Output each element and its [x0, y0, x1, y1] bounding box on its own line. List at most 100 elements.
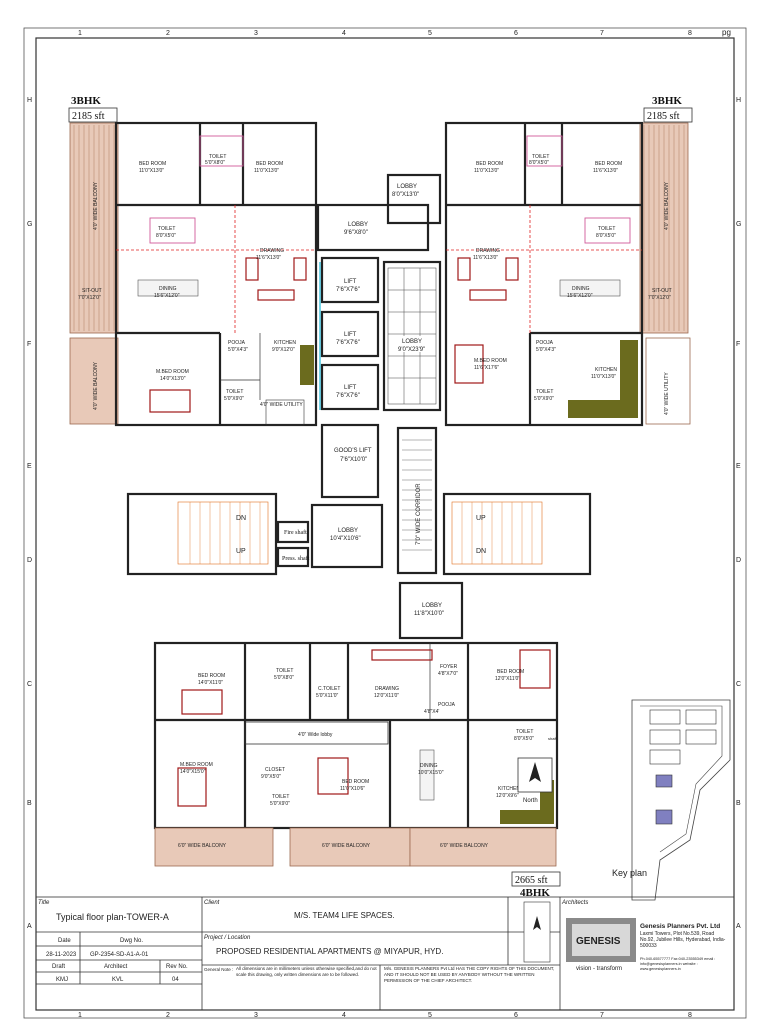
svg-text:5'0"X4'3": 5'0"X4'3": [536, 347, 556, 353]
grid-col-labels-bottom: 1 2 3 4 5 6 7 8: [78, 1012, 692, 1019]
key-plan-highlight: [655, 774, 673, 788]
svg-text:DINING: DINING: [420, 763, 438, 769]
goods-lift: [320, 423, 380, 499]
svg-text:7: 7: [600, 1012, 604, 1019]
svg-text:4'8"X4': 4'8"X4': [424, 709, 439, 715]
drawing-title: Typical floor plan-TOWER-A: [56, 912, 169, 922]
svg-text:Date: Date: [58, 938, 71, 944]
svg-text:5'0"X9'0": 5'0"X9'0": [534, 396, 554, 402]
unit-bottom-4bhk: BED ROOM 14'0"X11'0" TOILET 5'0"X8'0" C.…: [153, 641, 561, 899]
svg-text:4: 4: [342, 30, 346, 37]
svg-text:1: 1: [78, 1012, 82, 1019]
svg-text:8'0"X13'0": 8'0"X13'0": [392, 192, 419, 198]
svg-text:8'0"X5'0": 8'0"X5'0": [596, 233, 616, 239]
svg-text:8'0"X5'0": 8'0"X5'0": [514, 736, 534, 742]
lobby-side: [316, 203, 430, 252]
lobby-low: [398, 581, 464, 640]
unit-right-outline: [444, 121, 644, 427]
svg-text:B: B: [27, 800, 32, 807]
svg-text:8'0"X5'0": 8'0"X5'0": [529, 160, 549, 166]
dining-table: [137, 279, 199, 297]
svg-text:5'0"X9'0": 5'0"X9'0": [224, 396, 244, 402]
svg-text:5'0"X8'0": 5'0"X8'0": [205, 160, 225, 166]
svg-text:KITCHEN: KITCHEN: [274, 340, 296, 346]
svg-text:11'6"X13'0": 11'6"X13'0": [593, 168, 618, 174]
svg-text:11'6"X17'6": 11'6"X17'6": [474, 365, 499, 371]
project-name: PROPOSED RESIDENTIAL APARTMENTS @ MIYAPU…: [216, 947, 443, 956]
svg-text:KMJ: KMJ: [56, 977, 68, 983]
svg-text:vision - transform: vision - transform: [576, 966, 622, 972]
svg-text:11'6"X13'0": 11'6"X13'0": [256, 255, 281, 261]
central-core: LOBBY 8'0"X13'0" LOBBY 9'6"X8'0" LIFT 7'…: [276, 173, 464, 640]
svg-text:1: 1: [78, 30, 82, 37]
svg-text:H: H: [736, 97, 741, 104]
svg-text:7: 7: [600, 30, 604, 37]
svg-text:BED ROOM: BED ROOM: [198, 673, 225, 679]
copyright-note: M/s. GENESIS PLANNERS Pvt Ltd HAS THE CO…: [384, 966, 555, 983]
svg-text:7'6"X7'6": 7'6"X7'6": [336, 287, 360, 293]
svg-text:TOILET: TOILET: [516, 729, 533, 735]
svg-text:D: D: [27, 557, 32, 564]
svg-text:TOILET: TOILET: [532, 154, 549, 160]
kitchen-counter-left: [300, 345, 314, 385]
svg-text:G: G: [736, 221, 741, 228]
svg-text:KITCHEN: KITCHEN: [595, 367, 617, 373]
svg-text:TOILET: TOILET: [158, 226, 175, 232]
svg-text:12'0"X9'6": 12'0"X9'6": [496, 793, 519, 799]
balcony-bottom-2: [289, 827, 411, 867]
title-block: Title Typical floor plan-TOWER-A Client …: [35, 896, 735, 1011]
svg-text:10'4"X10'6": 10'4"X10'6": [330, 536, 361, 542]
svg-text:12'0"X11'0": 12'0"X11'0": [495, 676, 520, 682]
svg-text:DRAWING: DRAWING: [476, 248, 500, 254]
unit-left-3bhk: 3BHK 2185 sft BED ROOM 11'0"X13'0" TOILE…: [68, 95, 318, 427]
svg-text:LOBBY: LOBBY: [402, 339, 422, 345]
svg-text:7'6"X7'6": 7'6"X7'6": [336, 393, 360, 399]
svg-text:4'0" WIDE UTILITY: 4'0" WIDE UTILITY: [664, 372, 670, 415]
svg-text:H: H: [27, 97, 32, 104]
svg-text:DN: DN: [236, 515, 246, 522]
svg-text:DRAWING: DRAWING: [375, 686, 399, 692]
svg-text:4'0" WIDE BALCONY: 4'0" WIDE BALCONY: [664, 181, 670, 230]
svg-text:5'0"X11'0": 5'0"X11'0": [316, 693, 339, 699]
svg-text:General Note :: General Note :: [204, 967, 233, 972]
outer-frame: [23, 27, 747, 1019]
svg-text:11'0"X13'0": 11'0"X13'0": [591, 374, 616, 380]
svg-text:D: D: [736, 557, 741, 564]
unit-left-outline: [114, 121, 318, 427]
svg-text:12'0"X11'0": 12'0"X11'0": [374, 693, 399, 699]
svg-text:4'0" WIDE BALCONY: 4'0" WIDE BALCONY: [93, 361, 99, 410]
svg-text:LOBBY: LOBBY: [348, 222, 368, 228]
svg-text:KVL: KVL: [112, 977, 124, 983]
kitchen-counter-bottom: [500, 810, 554, 824]
svg-text:UP: UP: [236, 548, 246, 555]
svg-text:SIT-OUT: SIT-OUT: [652, 288, 672, 294]
svg-text:3: 3: [254, 1012, 258, 1019]
svg-text:4: 4: [342, 1012, 346, 1019]
unit-area-left: 2185 sft: [72, 111, 105, 122]
firm-address: Laxmi Towers, Plot No.539, Road No.92, J…: [640, 931, 726, 949]
svg-text:14'0"X15'0": 14'0"X15'0": [180, 769, 206, 775]
svg-text:DINING: DINING: [572, 286, 590, 292]
unit-right-3bhk: 3BHK 2185 sft BED ROOM 11'0"X13'0" TOILE…: [444, 95, 693, 427]
svg-text:5: 5: [428, 1012, 432, 1019]
svg-text:TOILET: TOILET: [598, 226, 615, 232]
staircase-left: DN UP: [126, 492, 278, 576]
svg-text:Title: Title: [38, 900, 50, 906]
svg-text:UP: UP: [476, 515, 486, 522]
bed-right-master: [454, 344, 484, 384]
svg-text:DRAWING: DRAWING: [260, 248, 284, 254]
unit-type-left: 3BHK: [71, 95, 101, 107]
room-bed1: BED ROOM: [139, 161, 166, 167]
svg-text:TOILET: TOILET: [226, 389, 243, 395]
svg-text:TOILET: TOILET: [536, 389, 553, 395]
svg-text:F: F: [27, 341, 31, 348]
svg-text:B: B: [736, 800, 741, 807]
svg-text:A: A: [27, 923, 32, 930]
svg-text:TOILET: TOILET: [272, 794, 289, 800]
svg-text:11'0"X13'0": 11'0"X13'0": [139, 168, 164, 174]
staircase-right: UP DN: [442, 492, 592, 576]
north-arrow: North: [517, 757, 553, 804]
svg-text:A: A: [736, 923, 741, 930]
key-plan-label: Key plan: [612, 868, 647, 878]
svg-text:C: C: [27, 681, 32, 688]
